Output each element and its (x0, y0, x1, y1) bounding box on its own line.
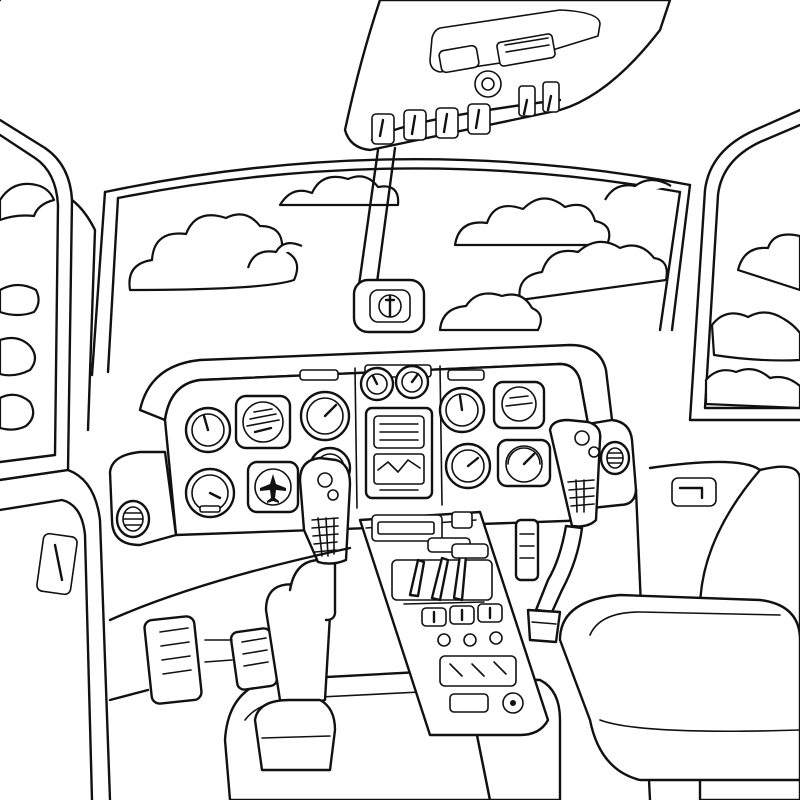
console-switch-panel[interactable] (422, 604, 523, 713)
air-vents (117, 442, 629, 537)
dash-compass (354, 280, 424, 332)
gauge-3 (301, 392, 349, 440)
airplane-icon (260, 474, 286, 503)
gauge-1 (186, 408, 230, 452)
left-door (0, 470, 110, 800)
gauge-2 (236, 396, 290, 448)
windshield (92, 159, 690, 375)
windshield-clouds (129, 176, 671, 330)
gauge-12 (498, 440, 550, 486)
gauge-11 (446, 444, 490, 488)
gauge-7 (494, 382, 544, 428)
center-display (366, 408, 432, 498)
copilot-seat (560, 467, 800, 800)
gauge-array (186, 366, 550, 517)
gauge-5 (396, 366, 428, 398)
overhead-switches[interactable] (372, 82, 559, 144)
gauge-4 (361, 368, 393, 400)
right-side-window (690, 110, 800, 420)
floor (110, 548, 350, 700)
gauge-9 (248, 462, 298, 512)
pilot-control-stick[interactable] (255, 458, 350, 770)
side-lever[interactable] (516, 520, 538, 580)
overhead-panel (0, 0, 670, 150)
gauge-6 (440, 388, 484, 432)
left-side-window (0, 120, 95, 480)
gauge-8 (186, 469, 234, 517)
copilot-control-stick[interactable] (528, 420, 600, 642)
center-pillar (358, 148, 395, 292)
throttle-quadrant[interactable] (392, 538, 492, 604)
